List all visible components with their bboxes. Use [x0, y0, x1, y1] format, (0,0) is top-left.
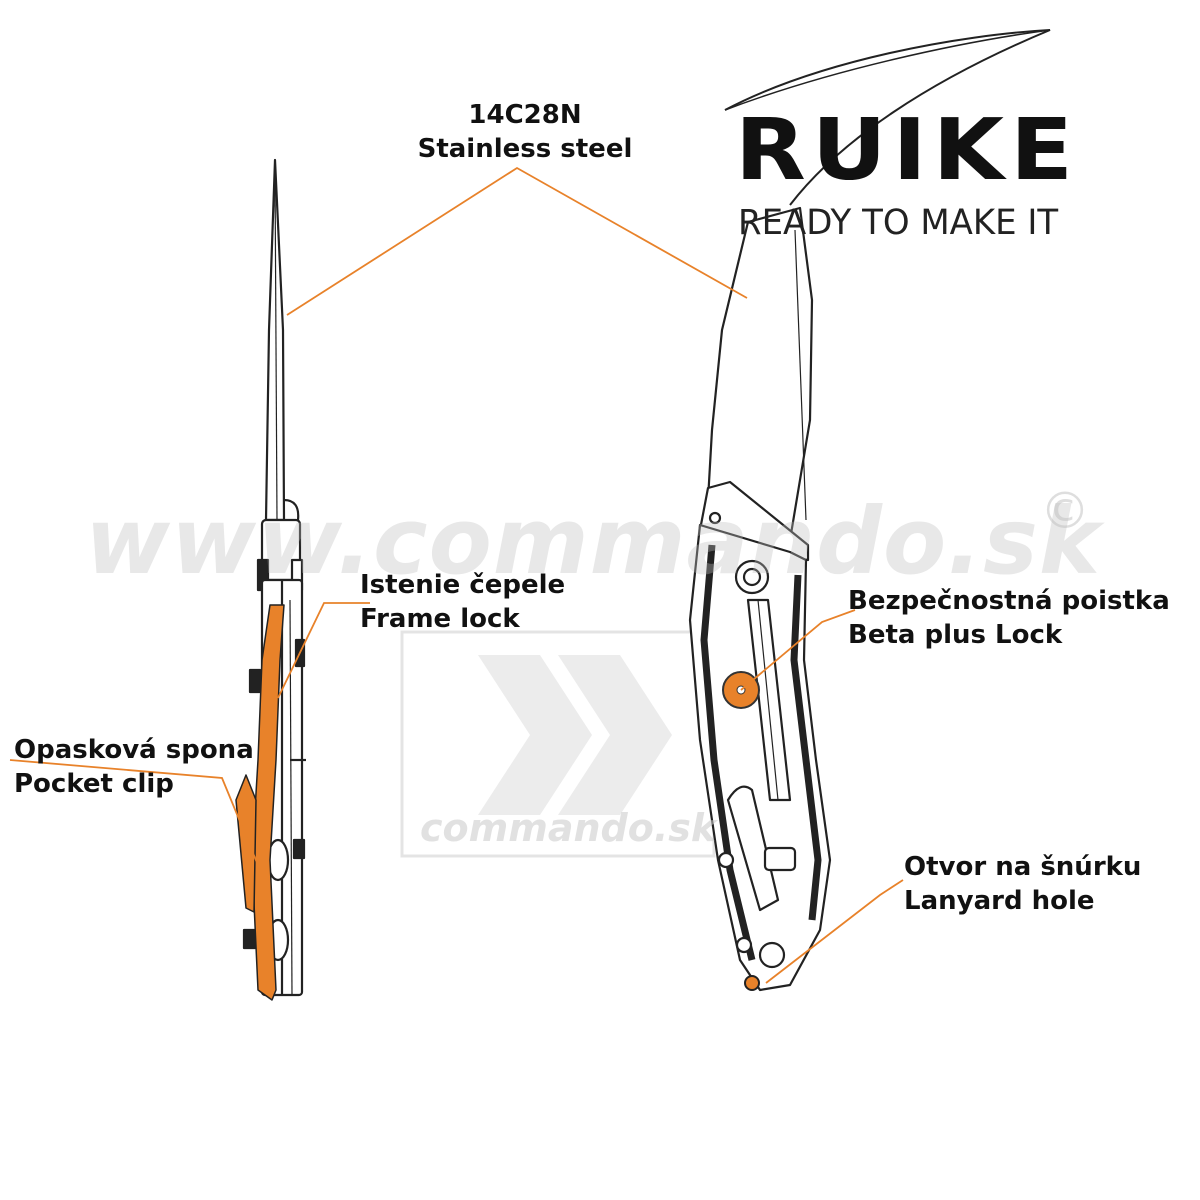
callout-lanyard-hole-line1: Otvor na šnúrku — [904, 852, 1142, 882]
knife-front-view — [688, 206, 832, 992]
callout-blade-steel-line1: 14C28N — [468, 100, 582, 130]
callout-pocket-clip: Opasková spona Pocket clip — [14, 733, 254, 801]
watermark-box-text: commando.sk — [420, 806, 717, 850]
callout-blade-steel-line2: Stainless steel — [417, 134, 633, 164]
callout-lanyard-hole: Otvor na šnúrku Lanyard hole — [904, 850, 1141, 918]
callout-safety-lock-line2: Beta plus Lock — [848, 620, 1063, 650]
callout-blade-steel: 14C28N Stainless steel — [410, 98, 640, 166]
pocket-clip-leader — [9, 759, 261, 871]
callout-safety-lock: Bezpečnostná poistka Beta plus Lock — [848, 584, 1170, 652]
knife-side-view — [235, 158, 306, 1001]
callout-pocket-clip-line2: Pocket clip — [14, 769, 174, 799]
lanyard-leader — [765, 879, 904, 984]
callout-frame-lock: Istenie čepele Frame lock — [360, 568, 565, 636]
brand-logo: RUIKE — [735, 100, 1079, 200]
brand-tagline: READY TO MAKE IT — [738, 203, 1059, 243]
pocket-clip-part — [251, 604, 285, 1001]
frame-lock-leader — [277, 602, 370, 699]
watermark-url: www.commando.sk — [85, 488, 1102, 595]
safety-lock-leader — [740, 609, 856, 691]
callout-pocket-clip-line1: Opasková spona — [14, 735, 254, 765]
callout-lanyard-hole-line2: Lanyard hole — [904, 886, 1095, 916]
callout-frame-lock-line2: Frame lock — [360, 604, 520, 634]
watermark-copyright: © — [1040, 482, 1090, 540]
blade-steel-leader — [286, 166, 748, 316]
watermark-chevrons-icon — [478, 655, 672, 815]
lanyard-hole-part — [744, 975, 760, 991]
callout-frame-lock-line1: Istenie čepele — [360, 570, 566, 600]
callout-lines — [9, 166, 904, 984]
callout-safety-lock-line1: Bezpečnostná poistka — [848, 586, 1170, 616]
